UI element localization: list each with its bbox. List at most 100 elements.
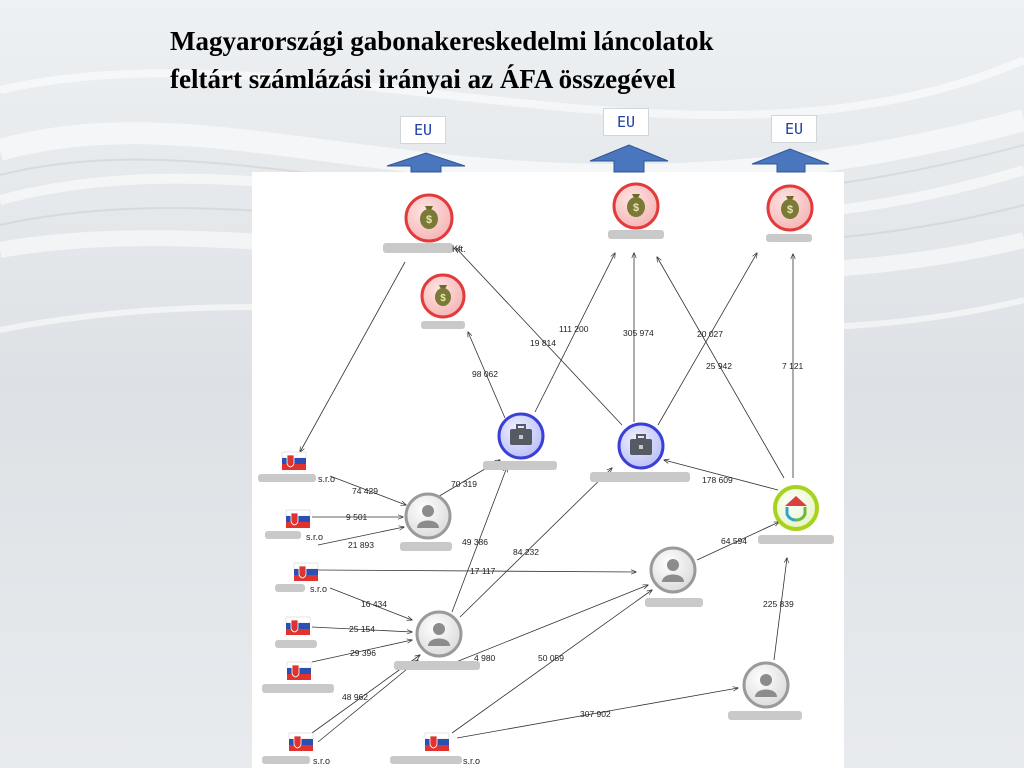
person-node[interactable] — [415, 610, 463, 658]
edge-label: 98 062 — [472, 369, 498, 379]
eu-label-right: EU — [771, 115, 817, 143]
node-name-fragment: s.r.o — [310, 584, 327, 594]
slovak-flag-icon — [288, 732, 314, 751]
up-arrow-icon — [386, 152, 466, 173]
node-name-fragment: s.r.o — [313, 756, 330, 766]
edge-label: 50 059 — [538, 653, 564, 663]
edge-label: 7 121 — [782, 361, 804, 371]
money-node[interactable]: $ — [420, 273, 466, 319]
blurred-name — [421, 321, 465, 329]
blurred-name — [390, 756, 462, 764]
blurred-name — [758, 535, 834, 544]
svg-text:$: $ — [787, 204, 793, 216]
edge-label: 4 980 — [474, 653, 496, 663]
slovak-flag-icon — [286, 661, 312, 680]
blurred-name — [645, 598, 703, 607]
blurred-name — [590, 472, 690, 482]
svg-text:$: $ — [633, 202, 639, 214]
edge-label: 49 386 — [462, 537, 488, 547]
company-node[interactable] — [497, 412, 545, 460]
slovak-flag-node[interactable] — [285, 509, 311, 528]
slovak-flag-node[interactable] — [281, 451, 307, 470]
money-bag-icon: $ — [435, 285, 451, 306]
edge-label: 74 429 — [352, 486, 378, 496]
blurred-name — [258, 474, 316, 482]
edge-label: 111 200 — [559, 324, 589, 334]
blurred-name — [383, 243, 453, 253]
briefcase-icon — [630, 434, 652, 455]
edge-label: 19 814 — [530, 338, 556, 348]
person-icon — [662, 559, 684, 582]
node-name-fragment: Kft. — [452, 244, 466, 254]
edge-label: 25 942 — [706, 361, 732, 371]
blurred-name — [262, 756, 310, 764]
blurred-name — [262, 684, 334, 693]
edge-label: 29 396 — [350, 648, 376, 658]
edge-label: 305 974 — [623, 328, 654, 338]
up-arrow-icon — [751, 148, 830, 173]
edge-label: 70 319 — [451, 479, 477, 489]
hub-node[interactable] — [773, 485, 819, 531]
person-node[interactable] — [742, 661, 790, 709]
edge-labels: 111 200 19 814 305 974 20 027 25 942 7 1… — [342, 324, 804, 719]
slovak-flag-icon — [293, 562, 319, 581]
blurred-name — [265, 531, 301, 539]
edge-label: 84 232 — [513, 547, 539, 557]
svg-text:$: $ — [426, 214, 432, 226]
edge-label: 178 609 — [702, 475, 733, 485]
company-node[interactable] — [617, 422, 665, 470]
blurred-name — [608, 230, 664, 239]
title-line-2: feltárt számlázási irányai az ÁFA összeg… — [170, 64, 676, 94]
edge-label: 64 594 — [721, 536, 747, 546]
money-bag-icon: $ — [420, 206, 438, 229]
person-node[interactable] — [649, 546, 697, 594]
blurred-name — [728, 711, 802, 720]
edge-label: 307 902 — [580, 709, 611, 719]
blurred-name — [400, 542, 452, 551]
blurred-name — [275, 584, 305, 592]
title-line-1: Magyarországi gabonakereskedelmi láncola… — [170, 26, 714, 56]
node-name-fragment: s.r.o — [306, 532, 323, 542]
edge-label: 20 027 — [697, 329, 723, 339]
edge-label: 9 501 — [346, 512, 368, 522]
slide-title: Magyarországi gabonakereskedelmi láncola… — [170, 22, 930, 98]
edge-label: 48 962 — [342, 692, 368, 702]
slovak-flag-icon — [424, 732, 450, 751]
money-bag-icon: $ — [627, 194, 645, 217]
eu-label-center: EU — [603, 108, 649, 136]
slovak-flag-icon — [281, 451, 307, 470]
edge-label: 225 839 — [763, 599, 794, 609]
money-node[interactable]: $ — [404, 193, 454, 243]
slovak-flag-node[interactable] — [285, 616, 311, 635]
node-name-fragment: s.r.o — [463, 756, 480, 766]
blurred-name — [394, 661, 480, 670]
slovak-flag-node[interactable] — [286, 661, 312, 680]
svg-text:$: $ — [440, 293, 446, 304]
person-icon — [417, 505, 439, 528]
edge-label: 21 893 — [348, 540, 374, 550]
slovak-flag-node[interactable] — [424, 732, 450, 751]
person-icon — [755, 674, 777, 697]
slovak-flag-node[interactable] — [293, 562, 319, 581]
person-node[interactable] — [404, 492, 452, 540]
briefcase-icon — [510, 424, 532, 445]
money-node[interactable]: $ — [766, 184, 814, 232]
blurred-name — [275, 640, 317, 648]
slovak-flag-icon — [285, 509, 311, 528]
edge-label: 16 434 — [361, 599, 387, 609]
edge-label: 17 117 — [470, 566, 496, 576]
blurred-name — [766, 234, 812, 242]
recycle-house-icon — [785, 496, 807, 522]
node-name-fragment: s.r.o — [318, 474, 335, 484]
slovak-flag-icon — [285, 616, 311, 635]
slovak-flag-node[interactable] — [288, 732, 314, 751]
person-icon — [428, 623, 450, 646]
money-node[interactable]: $ — [612, 182, 660, 230]
blurred-name — [483, 461, 557, 470]
money-bag-icon: $ — [781, 196, 799, 219]
edge-label: 25 154 — [349, 624, 375, 634]
up-arrow-icon — [589, 144, 669, 173]
eu-label-left: EU — [400, 116, 446, 144]
eu-arrows — [386, 144, 830, 173]
